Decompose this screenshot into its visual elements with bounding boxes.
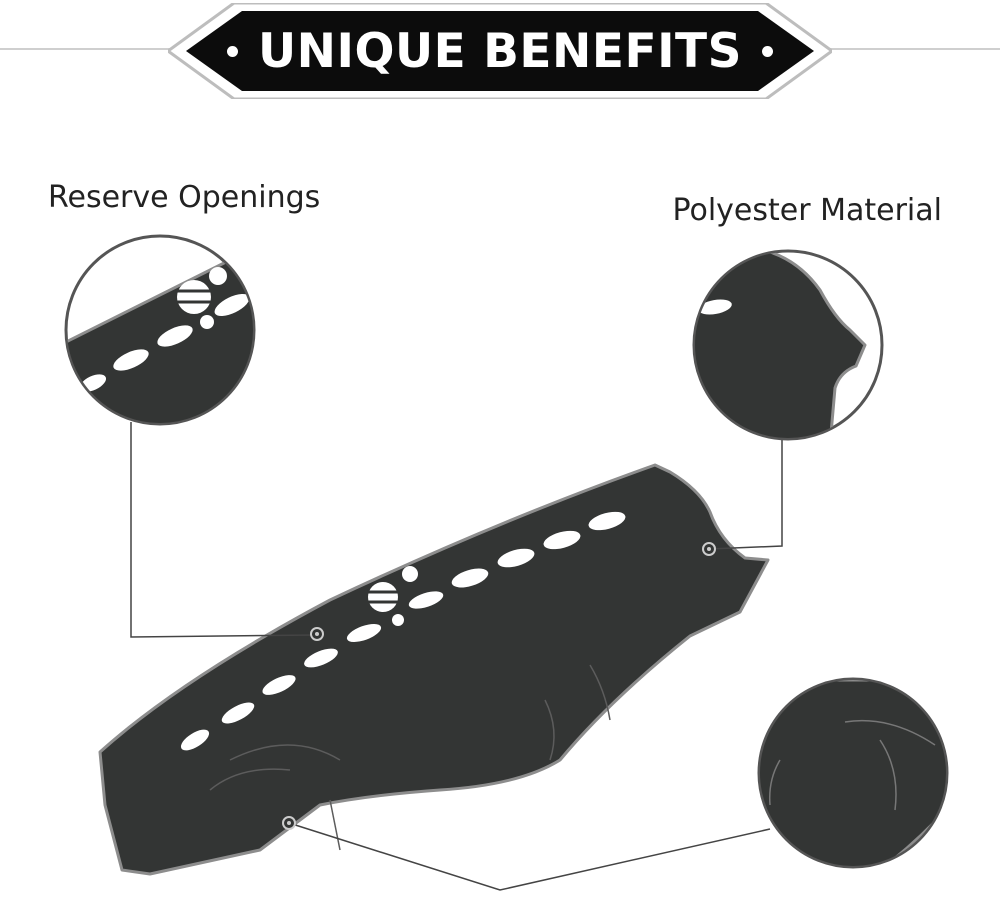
reserve-openings-label: Reserve Openings (48, 180, 321, 215)
banner-rule-left (0, 48, 185, 50)
polyester-material-label: Polyester Material (672, 193, 942, 228)
speaker-grille-lines (368, 590, 398, 604)
zoom-polyester-material (692, 249, 884, 441)
callout-markers (282, 542, 716, 830)
bullet-dot-icon (227, 45, 239, 57)
zoom-reserve-openings (64, 234, 256, 426)
bullet-dot-icon (761, 45, 773, 57)
mat-contour-lines (209, 664, 611, 851)
zoom-fitted-edge (757, 677, 949, 869)
dashboard-mat (98, 463, 770, 876)
banner-rule-right (815, 48, 1000, 50)
banner-title: UNIQUE BENEFITS (168, 3, 832, 99)
mat-openings (180, 511, 626, 751)
leader-lines (130, 422, 783, 891)
banner-title-text: UNIQUE BENEFITS (258, 23, 742, 79)
banner-shape (168, 3, 832, 99)
